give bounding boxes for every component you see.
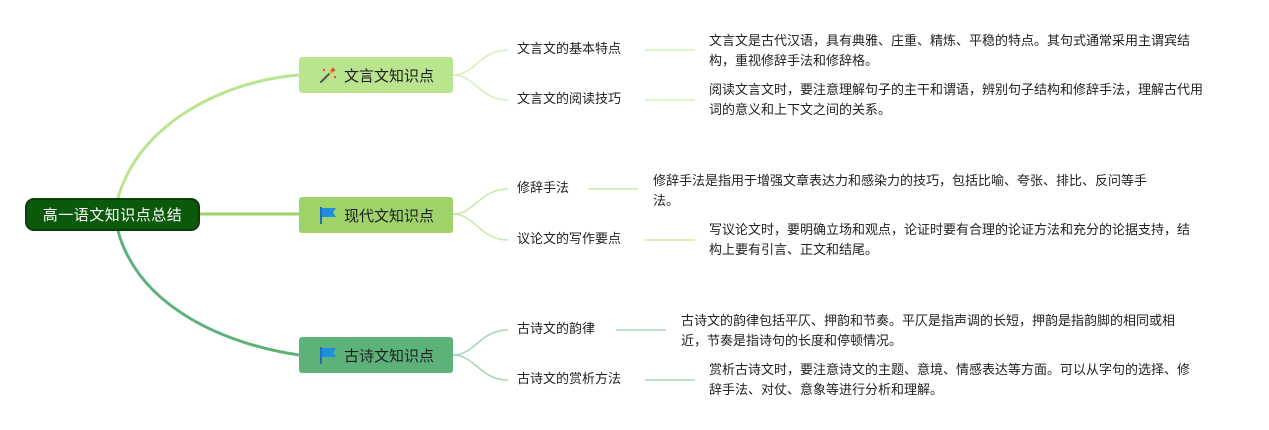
branch-node-ancient-poetry[interactable]: 古诗文知识点 — [299, 337, 453, 373]
blue-flag-icon — [318, 345, 338, 365]
branch-node-modern-prose[interactable]: 现代文知识点 — [299, 197, 453, 233]
subtopic-node[interactable]: 修辞手法 — [517, 181, 570, 196]
subtopic-description: 阅读文言文时，要注意理解句子的主干和谓语，辨别句子结构和修辞手法，理解古代用词的… — [709, 83, 1204, 118]
magic-wand-icon — [318, 65, 338, 85]
root-node[interactable]: 高一语文知识点总结 — [25, 198, 200, 231]
subtopic-description: 写议论文时，要明确立场和观点，论证时要有合理的论证方法和充分的论据支持，结构上要… — [709, 223, 1191, 258]
subtopic-node[interactable]: 文言文的阅读技巧 — [517, 92, 622, 107]
root-label: 高一语文知识点总结 — [42, 206, 183, 224]
root-link-3 — [116, 230, 300, 357]
subtopic-description: 文言文是古代汉语，具有典雅、庄重、精炼、平稳的特点。其句式通常采用主谓宾结构，重… — [709, 34, 1191, 69]
sub-link-1-1 — [452, 49, 509, 76]
subtopic-node[interactable]: 古诗文的韵律 — [517, 322, 596, 337]
branch-node-classical-chinese[interactable]: 文言文知识点 — [299, 57, 453, 93]
subtopic-description: 赏析古诗文时，要注意诗文的主题、意境、情感表达等方面。可以从字句的选择、修辞手法… — [709, 363, 1191, 398]
sub-link-2-2 — [452, 213, 509, 241]
branch-label: 文言文知识点 — [343, 66, 434, 85]
sub-link-3-1 — [452, 329, 509, 356]
subtopic-node[interactable]: 文言文的基本特点 — [517, 42, 622, 57]
blue-flag-icon — [318, 205, 338, 225]
subtopic-description: 修辞手法是指用于增强文章表达力和感染力的技巧，包括比喻、夸张、排比、反问等手法。 — [653, 174, 1148, 209]
branch-label: 古诗文知识点 — [343, 346, 434, 365]
subtopic-node[interactable]: 古诗文的赏析方法 — [517, 372, 622, 387]
sub-link-3-2 — [452, 354, 509, 381]
root-link-1 — [116, 73, 300, 199]
sub-link-1-2 — [452, 74, 509, 101]
subtopic-description: 古诗文的韵律包括平仄、押韵和节奏。平仄是指声调的长短，押韵是指韵脚的相同或相近，… — [681, 314, 1176, 349]
branch-label: 现代文知识点 — [343, 206, 434, 225]
subtopic-node[interactable]: 议论文的写作要点 — [517, 232, 622, 247]
sub-link-2-1 — [452, 188, 509, 215]
